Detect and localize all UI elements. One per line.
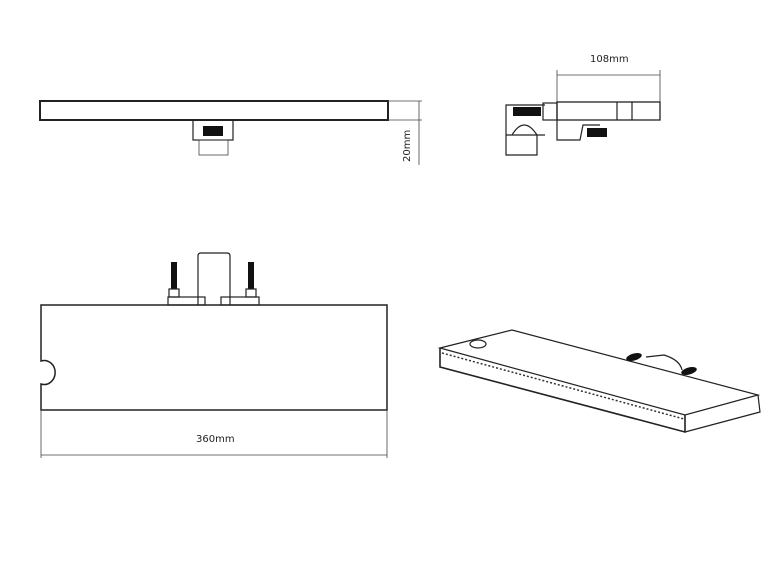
right-plate — [220, 296, 260, 306]
right-bolt — [248, 262, 254, 289]
side-view: 108mm — [505, 54, 661, 156]
shelf-side-face — [684, 394, 761, 433]
shelf-front-outline — [40, 304, 388, 411]
shelf-top-outline — [39, 100, 389, 121]
isometric-view — [437, 329, 761, 434]
iso-bracket — [645, 354, 683, 371]
iso-bolt-left — [626, 353, 642, 361]
iso-bolt-right — [681, 367, 697, 375]
nut — [542, 102, 558, 121]
bolt — [513, 107, 541, 116]
depth-dimension-label: 108mm — [590, 54, 629, 65]
width-dimension-label: 360mm — [196, 434, 235, 445]
top-view: 20mm — [39, 100, 422, 165]
wall-clamp — [505, 104, 545, 156]
front-view: 360mm — [40, 252, 388, 458]
left-bolt — [171, 262, 177, 289]
height-dimension-label: 20mm — [402, 130, 413, 162]
clamp-lower — [198, 139, 229, 156]
set-screw — [587, 128, 607, 137]
shelf-front-face — [439, 348, 686, 434]
keyhole — [469, 339, 487, 349]
clamp-insert — [203, 126, 223, 136]
mounting-bracket — [197, 252, 231, 305]
shelf-top-face — [437, 329, 761, 416]
bracket-lower — [556, 120, 600, 141]
left-plate — [167, 296, 206, 306]
shelf-side-outline — [556, 101, 661, 121]
